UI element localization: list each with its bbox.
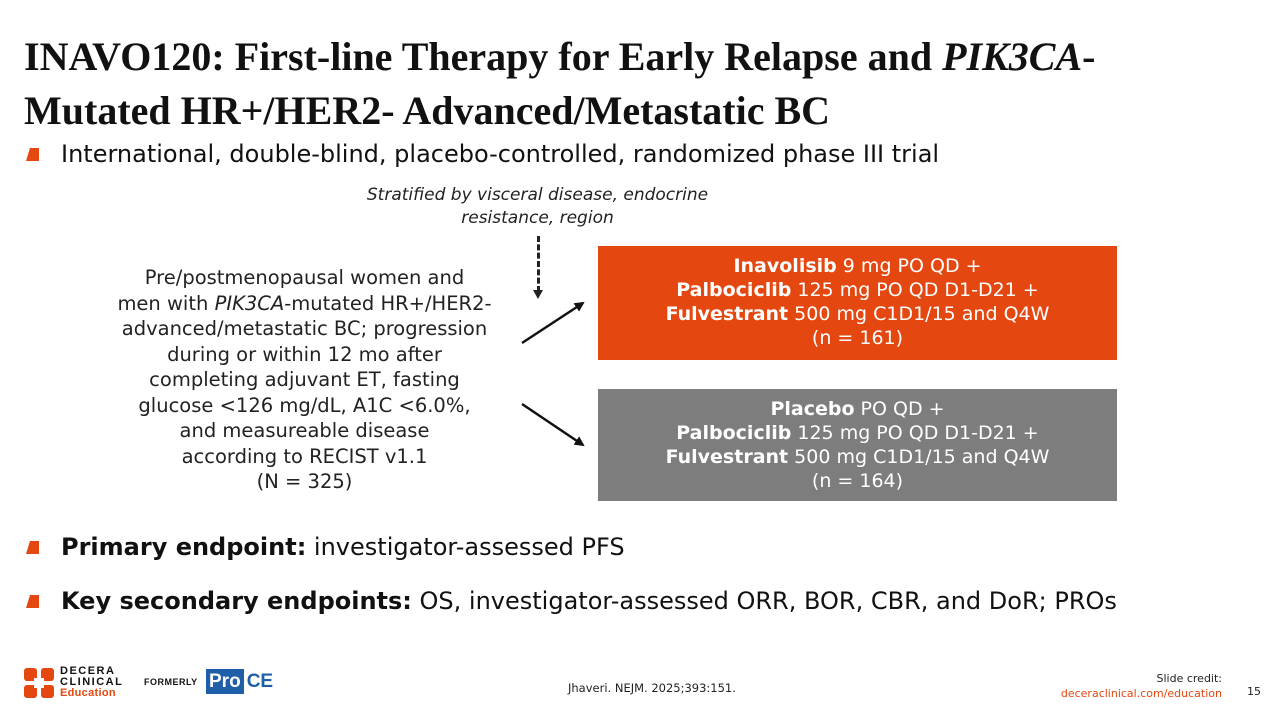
bullet-marker-icon — [26, 540, 39, 554]
arrow-to-arm2 — [521, 402, 585, 447]
page-number: 15 — [1247, 685, 1261, 698]
bullet-marker-icon — [26, 147, 39, 161]
bullet-marker-icon — [26, 594, 39, 608]
credit-link[interactable]: deceraclinical.com/education — [1060, 687, 1222, 700]
population-n: (N = 325) — [256, 470, 353, 493]
bullet-trial-design: International, double-blind, placebo-con… — [26, 140, 939, 168]
stratification-note: Stratified by visceral disease, endocrin… — [366, 185, 709, 228]
title-gene-italic: PIK3CA — [942, 34, 1083, 79]
slide-title: INAVO120: First-line Therapy for Early R… — [24, 30, 1224, 138]
arm-inavolisib: Inavolisib 9 mg PO QD + Palbociclib 125 … — [598, 246, 1117, 360]
bullet-secondary-endpoints: Key secondary endpoints: OS, investigato… — [26, 587, 1117, 615]
bullet-primary-endpoint: Primary endpoint: investigator-assessed … — [26, 533, 625, 561]
stratification-dashed-arrow — [537, 236, 540, 292]
arm1-n: (n = 161) — [811, 327, 904, 349]
arrow-to-arm1 — [521, 301, 585, 345]
population-criteria: Pre/postmenopausal women and men with PI… — [117, 266, 492, 493]
decera-logo: DECERA CLINICAL Education — [24, 666, 123, 699]
arrowhead-icon — [533, 290, 543, 299]
title-line2: Mutated HR+/HER2- Advanced/Metastatic BC — [24, 88, 831, 133]
decera-logo-icon — [24, 667, 54, 698]
citation: Jhaveri. NEJM. 2025;393:151. — [568, 681, 736, 695]
randomization-arrows — [521, 301, 585, 447]
formerly-label: FORMERLY — [144, 677, 198, 687]
bullet-trial-design-text: International, double-blind, placebo-con… — [61, 140, 940, 168]
slide-credit: Slide credit: deceraclinical.com/educati… — [1060, 672, 1222, 700]
title-part2: - — [1082, 34, 1096, 79]
title-part1: INAVO120: First-line Therapy for Early R… — [24, 34, 943, 79]
arm-placebo: Placebo PO QD + Palbociclib 125 mg PO QD… — [598, 389, 1117, 501]
arm2-n: (n = 164) — [811, 470, 904, 492]
